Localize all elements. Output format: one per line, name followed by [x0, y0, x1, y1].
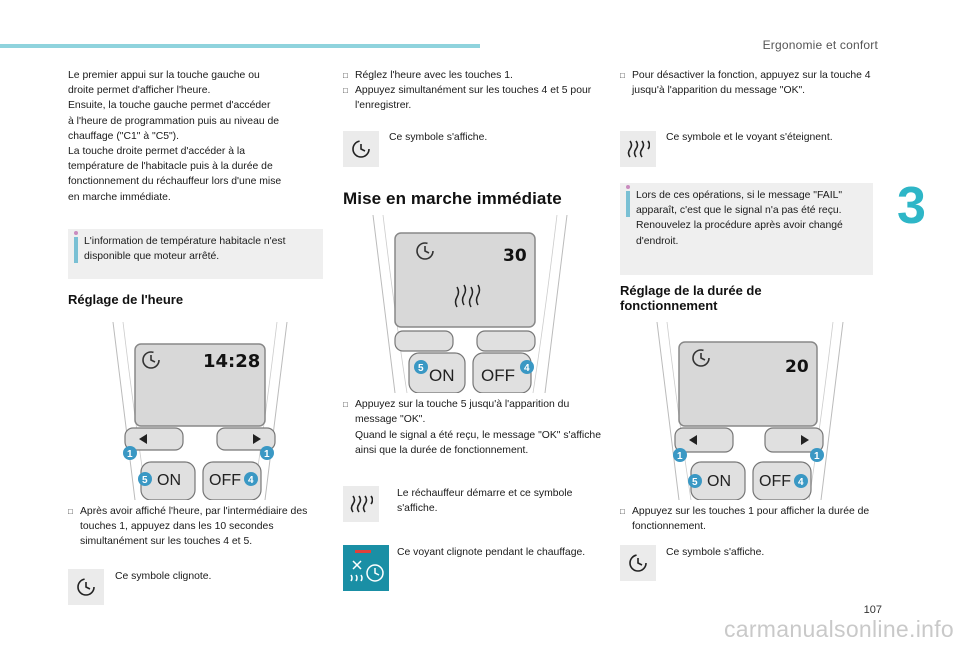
step-item: □ Appuyez sur les touches 1 pour affiche…	[620, 504, 880, 534]
remote-illustration-duration: 20 ON OFF 1 1 5 4	[656, 322, 844, 500]
badge-5: 5	[692, 477, 698, 488]
on-label: ON	[429, 366, 455, 385]
chapter-title: Ergonomie et confort	[762, 38, 878, 52]
bullet-marker: □	[620, 71, 625, 80]
intro-line: en marche immédiate.	[68, 191, 171, 203]
off-button	[472, 352, 532, 393]
clock-icon	[629, 554, 647, 572]
clock-icon-box	[68, 569, 104, 605]
left-arrow-button	[674, 427, 734, 453]
badge-5: 5	[418, 363, 424, 374]
info-note: Lors de ces opérations, si le message "F…	[620, 183, 873, 275]
right-arrow-button	[216, 427, 276, 451]
icon-caption: Ce symbole s'affiche.	[666, 547, 765, 558]
intro-line: La touche droite permet d'accéder à la	[68, 146, 246, 158]
clock-icon	[77, 578, 95, 596]
intro-line: température de l'habitacle puis à la dur…	[68, 161, 273, 173]
watermark: carmanualsonline.info	[723, 616, 954, 642]
step-item: □ Appuyez simultanément sur les touches …	[343, 83, 601, 113]
clock-icon	[142, 351, 160, 369]
icon-caption: Le réchauffeur démarre et ce symbole s'a…	[397, 488, 573, 515]
info-note-text: Lors de ces opérations, si le message "F…	[636, 190, 843, 247]
intro-line: Le premier appui sur la touche gauche ou	[68, 70, 260, 81]
heater-icon-box	[620, 131, 656, 167]
on-label: ON	[157, 472, 181, 489]
badge-1-right: 1	[814, 451, 820, 462]
off-button	[752, 461, 812, 500]
remote-illustration-heat: 30 ON OFF 5 4	[372, 215, 568, 393]
off-label: OFF	[209, 472, 241, 489]
info-note: L'information de température habitacle n…	[68, 229, 323, 279]
info-note-text: L'information de température habitacle n…	[84, 236, 286, 263]
badge-4: 4	[524, 363, 530, 374]
off-button	[202, 461, 262, 500]
badge-1-left: 1	[677, 451, 683, 462]
step-item: □ Réglez l'heure avec les touches 1.	[343, 68, 598, 83]
screen-time: 14:28	[203, 351, 260, 372]
section-heading: Réglage de la durée de fonctionnement	[620, 283, 762, 313]
off-label: OFF	[759, 473, 791, 490]
icon-caption: Ce voyant clignote pendant le chauffage.	[397, 547, 586, 558]
left-arrow-button	[394, 330, 454, 352]
heater-icon	[350, 495, 373, 513]
step-item: □ Après avoir affiché l'heure, par l'int…	[68, 504, 323, 550]
clock-icon-box	[620, 545, 656, 581]
on-label: ON	[707, 473, 731, 490]
step-detail: Quand le signal a été reçu, le message "…	[355, 430, 601, 457]
icon-caption: Ce symbole et le voyant s'éteignent.	[666, 132, 833, 143]
step-text: Pour désactiver la fonction, appuyez sur…	[632, 70, 871, 97]
heating-indicator-icon	[350, 550, 384, 582]
right-arrow-button	[476, 330, 536, 352]
badge-1-right: 1	[264, 449, 270, 460]
step-text: Réglez l'heure avec les touches 1.	[355, 70, 513, 81]
step-item: □ Appuyez sur la touche 5 jusqu'à l'appa…	[343, 397, 601, 427]
icon-caption: Ce symbole s'affiche.	[389, 132, 488, 143]
intro-line: à l'heure de programmation puis au nivea…	[68, 115, 280, 127]
clock-icon	[416, 242, 434, 260]
badge-1-left: 1	[127, 449, 133, 460]
step-text: Après avoir affiché l'heure, par l'inter…	[80, 506, 308, 548]
intro-line: chauffage ("C1" à "C5").	[68, 130, 180, 142]
badge-5: 5	[142, 475, 148, 486]
step-text: Appuyez sur les touches 1 pour afficher …	[632, 506, 870, 533]
intro-line: fonctionnement du réchauffeur lors d'une…	[68, 176, 282, 188]
intro-line: Ensuite, la touche gauche permet d'accéd…	[68, 100, 271, 112]
bullet-marker: □	[343, 400, 348, 409]
remote-illustration-clock: 14:28 ON OFF 1 1 5 4	[112, 322, 288, 500]
page-number: 107	[863, 604, 882, 616]
info-icon	[626, 185, 630, 217]
bullet-marker: □	[68, 507, 73, 516]
heater-icon	[454, 284, 481, 308]
badge-4: 4	[248, 475, 254, 486]
heater-icon-box	[343, 486, 379, 522]
clock-icon-box	[343, 131, 379, 167]
bullet-marker: □	[343, 71, 348, 80]
section-heading: Mise en marche immédiate	[343, 189, 562, 208]
right-arrow-button	[764, 427, 824, 453]
screen-duration: 30	[503, 246, 527, 266]
info-icon	[74, 231, 78, 263]
step-text: Appuyez simultanément sur les touches 4 …	[355, 85, 592, 112]
intro-paragraph: Le premier appui sur la touche gauche ou…	[68, 68, 323, 205]
clock-icon	[692, 349, 710, 367]
icon-caption: Ce symbole clignote.	[115, 571, 212, 582]
bullet-marker: □	[343, 86, 348, 95]
badge-4: 4	[798, 477, 804, 488]
chapter-number: 3	[897, 177, 926, 235]
off-label: OFF	[481, 366, 515, 385]
intro-line: droite permet d'afficher l'heure.	[68, 85, 211, 97]
heater-icon	[627, 140, 650, 158]
bullet-marker: □	[620, 507, 625, 516]
clock-icon	[352, 140, 370, 158]
left-arrow-button	[124, 427, 184, 451]
section-heading: Réglage de l'heure	[68, 292, 184, 307]
header-accent-bar	[0, 44, 480, 48]
screen-duration: 20	[785, 357, 809, 377]
heating-indicator-box	[343, 545, 389, 591]
step-text: Appuyez sur la touche 5 jusqu'à l'appari…	[355, 399, 570, 426]
step-item: □ Pour désactiver la fonction, appuyez s…	[620, 68, 880, 98]
